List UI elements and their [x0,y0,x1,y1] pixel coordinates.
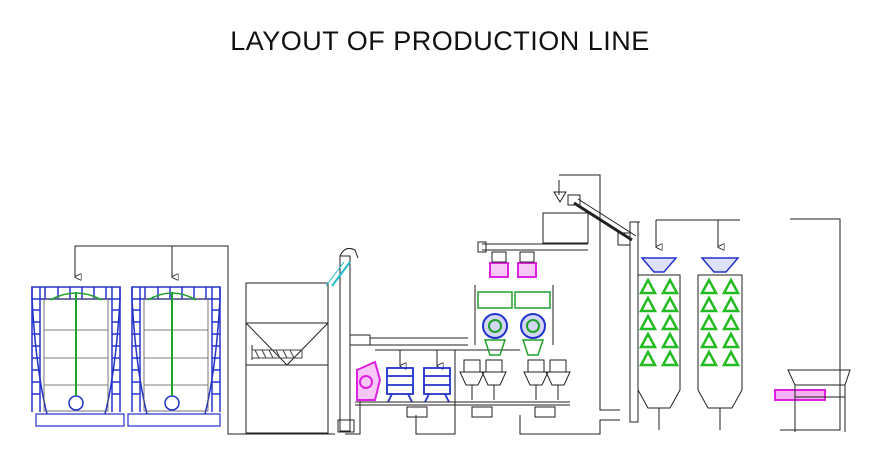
bucket-elevator [325,248,371,433]
weighing-box-1 [406,406,428,418]
raw-material-silo-2 [127,246,221,427]
diagram-title: LAYOUT OF PRODUCTION LINE [230,26,650,56]
mixer [356,360,382,401]
crushing-hopper [245,282,329,434]
packing-machine [774,369,851,432]
raw-material-silo-1 [31,246,125,427]
scale-discharge-pipe [519,415,620,435]
pellet-mill-1 [474,251,513,356]
silo-feed-pipe [74,245,335,435]
underground-pipe [415,350,456,435]
finished-product-silo-1 [629,219,700,430]
pellet-mill-2 [514,251,554,356]
batching-scale-1 [386,367,414,403]
cooler-2 [523,359,571,400]
batching-scale-2 [423,367,451,403]
cyclone-housing [542,212,589,244]
weighing-box-3 [534,406,556,418]
cooler-1 [459,359,507,400]
finished-product-silo-2 [697,219,743,430]
elevator-return-pipe [345,400,361,435]
weighing-box-2 [471,406,493,418]
overhead-feed-pipe [780,218,841,431]
